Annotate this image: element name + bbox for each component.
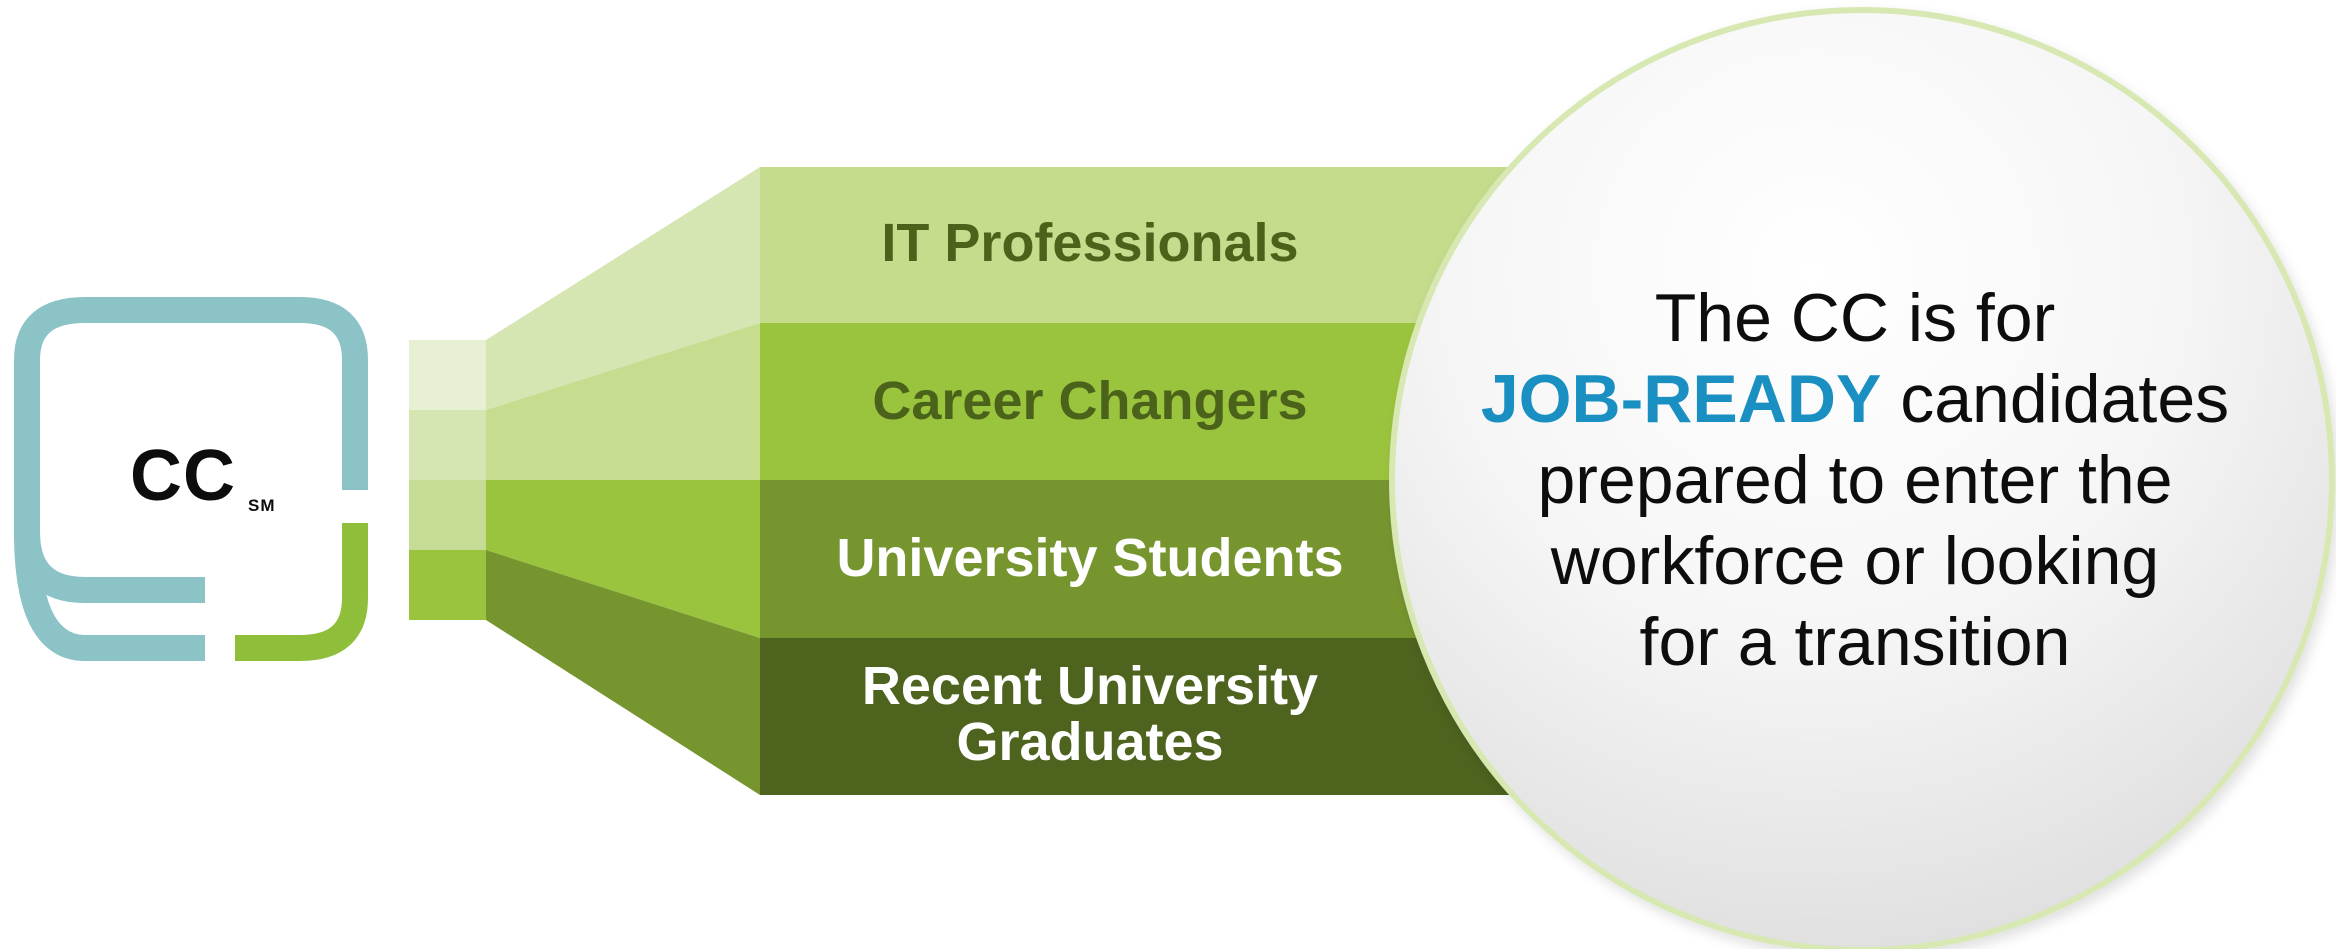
band-label-recent-graduates: Recent University Graduates [861,656,1319,772]
connector-stack [409,340,486,620]
circle-line-2-rest: candidates [1881,361,2230,437]
connector-segment-1 [409,340,486,410]
logo-text: CC [130,436,236,516]
logo-frame-green [235,523,368,661]
funnel-wedges [486,167,760,795]
circle-statement: The CC is for JOB-READY candidates prepa… [1395,278,2315,683]
connector-segment-4 [409,550,486,620]
connector-segment-3 [409,480,486,550]
funnel-wedge-3 [486,480,760,638]
funnel-wedge-2 [486,323,760,480]
band-label-it-professionals: IT Professionals [881,213,1299,273]
band-label-university-students: University Students [836,528,1344,588]
service-mark: SM [248,496,276,515]
circle-line-2: JOB-READY candidates [1395,359,2315,440]
job-ready-highlight: JOB-READY [1480,361,1882,437]
funnel-wedge-4 [486,550,760,795]
circle-line-3: prepared to enter the [1537,442,2173,518]
band-it-professionals [760,167,1520,323]
logo-frame-teal [14,297,368,603]
funnel-bands [760,167,1520,795]
circle-line-4: workforce or looking [1550,523,2160,599]
summary-circle [1389,7,2335,949]
funnel-wedge-1 [486,167,760,410]
band-label-career-changers: Career Changers [872,371,1308,431]
cc-logo-frame [14,297,368,661]
connector-segment-2 [409,410,486,480]
logo-frame-teal-bottom [14,531,205,661]
band-recent-graduates [760,638,1520,795]
circle-line-1: The CC is for [1654,280,2056,356]
circle-line-5: for a transition [1639,604,2071,680]
summary-circle-shape [1389,7,2335,949]
